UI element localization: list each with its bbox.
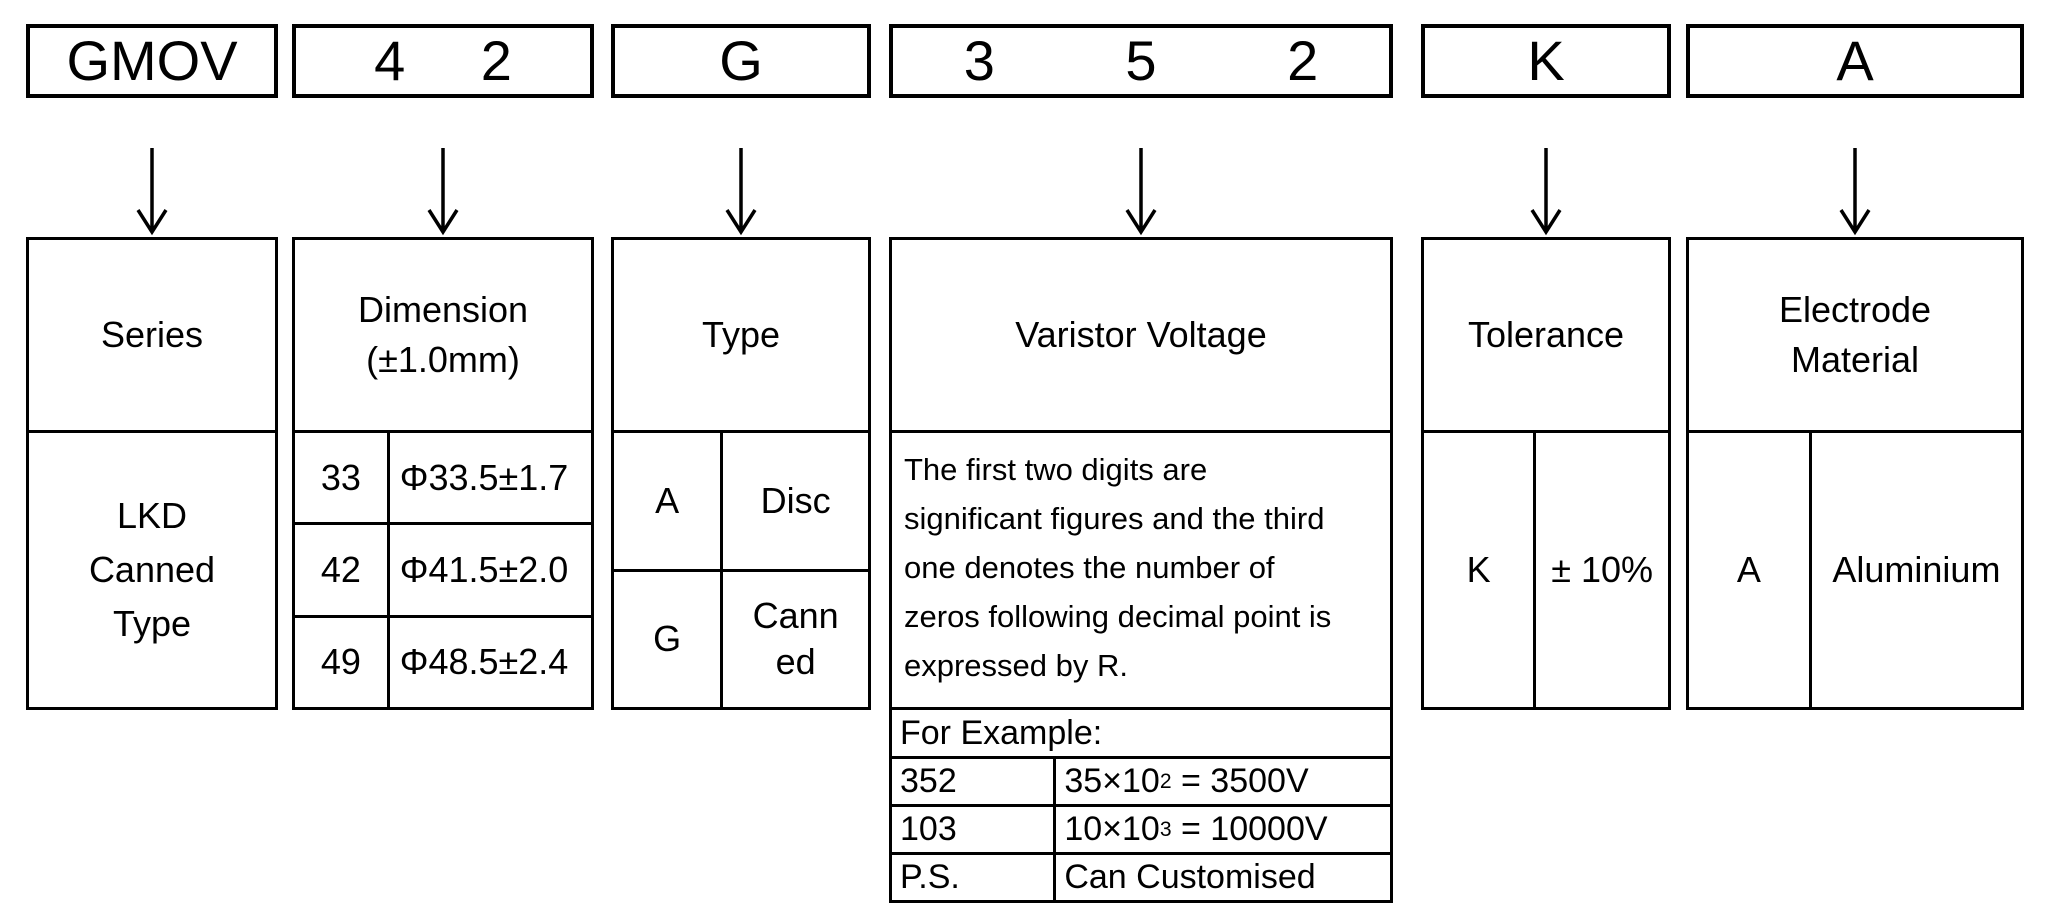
dimension-header: Dimension (±1.0mm) xyxy=(295,240,591,433)
electrode-material-code-cell: A xyxy=(1689,433,1812,707)
arrow-down-icon xyxy=(1125,148,1157,236)
type-header-label: Type xyxy=(701,314,781,355)
example-value-result: = 10000V xyxy=(1171,810,1328,848)
type-value-cell: Disc xyxy=(723,433,868,569)
example-value-base: 10×10 xyxy=(1064,810,1160,848)
example-table-title: For Example: xyxy=(900,713,1103,752)
tolerance-header-label: Tolerance xyxy=(1467,314,1625,355)
example-row: P.S. Can Customised xyxy=(892,852,1390,900)
dimension-table: 33 Φ33.5±1.7 42 Φ41.5±2.0 49 Φ48.5±2.4 xyxy=(295,433,591,707)
dimension-value-cell: Φ48.5±2.4 xyxy=(399,641,569,683)
type-table: A Disc G Canned xyxy=(614,433,868,707)
electrode-material-column: Electrode Material A Aluminium xyxy=(1686,237,2024,710)
code-segment-voltage-label: 3 5 2 xyxy=(963,29,1319,92)
arrow-down-icon xyxy=(1839,148,1871,236)
description-line: zeros following decimal point is xyxy=(904,599,1332,634)
code-segment-dimension-box: 4 2 xyxy=(292,24,594,98)
electrode-material-table: A Aluminium xyxy=(1689,433,2021,707)
dimension-code-cell: 42 xyxy=(295,525,390,615)
code-segment-tolerance-label: K xyxy=(1527,29,1565,92)
varistor-voltage-description: The first two digits are significant fig… xyxy=(892,433,1390,707)
arrow-down-icon xyxy=(1530,148,1562,236)
tolerance-code-cell: K xyxy=(1424,433,1537,707)
dimension-code-cell: 49 xyxy=(295,617,390,707)
example-value-base: 35×10 xyxy=(1064,762,1160,800)
code-segment-series-box: GMOV xyxy=(26,24,278,98)
code-segment-voltage-box: 3 5 2 xyxy=(889,24,1393,98)
varistor-voltage-header-label: Varistor Voltage xyxy=(1015,314,1267,355)
series-body-line: LKD xyxy=(116,495,188,536)
dimension-row: 33 Φ33.5±1.7 xyxy=(295,433,591,523)
code-segment-tolerance-box: K xyxy=(1421,24,1671,98)
series-header-label: Series xyxy=(100,314,204,355)
dimension-row: 42 Φ41.5±2.0 xyxy=(295,522,591,615)
electrode-material-row: A Aluminium xyxy=(1689,433,2021,707)
dimension-header-tolerance: (±1.0mm) xyxy=(366,339,520,380)
example-value-base: Can Customised xyxy=(1064,858,1316,896)
code-segment-type-label: G xyxy=(719,29,763,92)
arrow-down-icon xyxy=(725,148,757,236)
type-code-cell: G xyxy=(614,571,724,707)
tolerance-header: Tolerance xyxy=(1424,240,1668,433)
description-line: The first two digits are xyxy=(904,452,1208,487)
code-segment-series-label: GMOV xyxy=(66,29,238,92)
dimension-column: Dimension (±1.0mm) 33 Φ33.5±1.7 42 Φ41.5… xyxy=(292,237,594,710)
electrode-material-header: Electrode Material xyxy=(1689,240,2021,433)
electrode-material-value-cell: Aluminium xyxy=(1832,549,2001,590)
type-value-text: Disc xyxy=(760,479,831,521)
arrow-down-icon xyxy=(136,148,168,236)
tolerance-column: Tolerance K ± 10% xyxy=(1421,237,1671,710)
tolerance-table: K ± 10% xyxy=(1424,433,1668,707)
example-code-cell: P.S. xyxy=(892,855,1057,900)
code-segment-electrode-label: A xyxy=(1836,29,1874,92)
series-body-line: Type xyxy=(112,603,192,644)
series-body: LKD Canned Type xyxy=(29,433,275,707)
dimension-value-cell: Φ41.5±2.0 xyxy=(399,548,569,590)
dimension-code-cell: 33 xyxy=(295,433,390,523)
series-column: Series LKD Canned Type xyxy=(26,237,278,710)
description-line: expressed by R. xyxy=(904,648,1128,683)
varistor-voltage-column: Varistor Voltage The first two digits ar… xyxy=(889,237,1393,710)
description-line: significant figures and the third xyxy=(904,501,1325,536)
series-header: Series xyxy=(29,240,275,433)
series-body-line: Canned xyxy=(88,549,216,590)
example-code-cell: 352 xyxy=(892,759,1057,804)
dimension-value-cell: Φ33.5±1.7 xyxy=(399,456,569,498)
type-column: Type A Disc G Canned xyxy=(611,237,871,710)
example-value-result: = 3500V xyxy=(1171,762,1309,800)
arrow-down-icon xyxy=(427,148,459,236)
type-value-cell: Canned xyxy=(723,572,868,708)
example-value-cell: Can Customised xyxy=(1056,855,1390,900)
type-row: A Disc xyxy=(614,433,868,569)
type-code-cell: A xyxy=(614,433,724,569)
varistor-voltage-header: Varistor Voltage xyxy=(892,240,1390,433)
type-header: Type xyxy=(614,240,868,433)
tolerance-row: K ± 10% xyxy=(1424,433,1668,707)
code-segment-dimension-label: 4 2 xyxy=(374,29,512,92)
type-row: G Canned xyxy=(614,568,868,708)
dimension-header-label: Dimension xyxy=(357,289,529,330)
code-segment-type-box: G xyxy=(611,24,871,98)
description-line: one denotes the number of xyxy=(904,550,1275,585)
electrode-material-header-label: Electrode Material xyxy=(1778,289,1932,380)
dimension-row: 49 Φ48.5±2.4 xyxy=(295,614,591,707)
tolerance-value-cell: ± 10% xyxy=(1551,549,1654,590)
code-segment-electrode-box: A xyxy=(1686,24,2024,98)
type-value-text: Canned xyxy=(752,595,839,683)
example-code-cell: 103 xyxy=(892,807,1057,852)
